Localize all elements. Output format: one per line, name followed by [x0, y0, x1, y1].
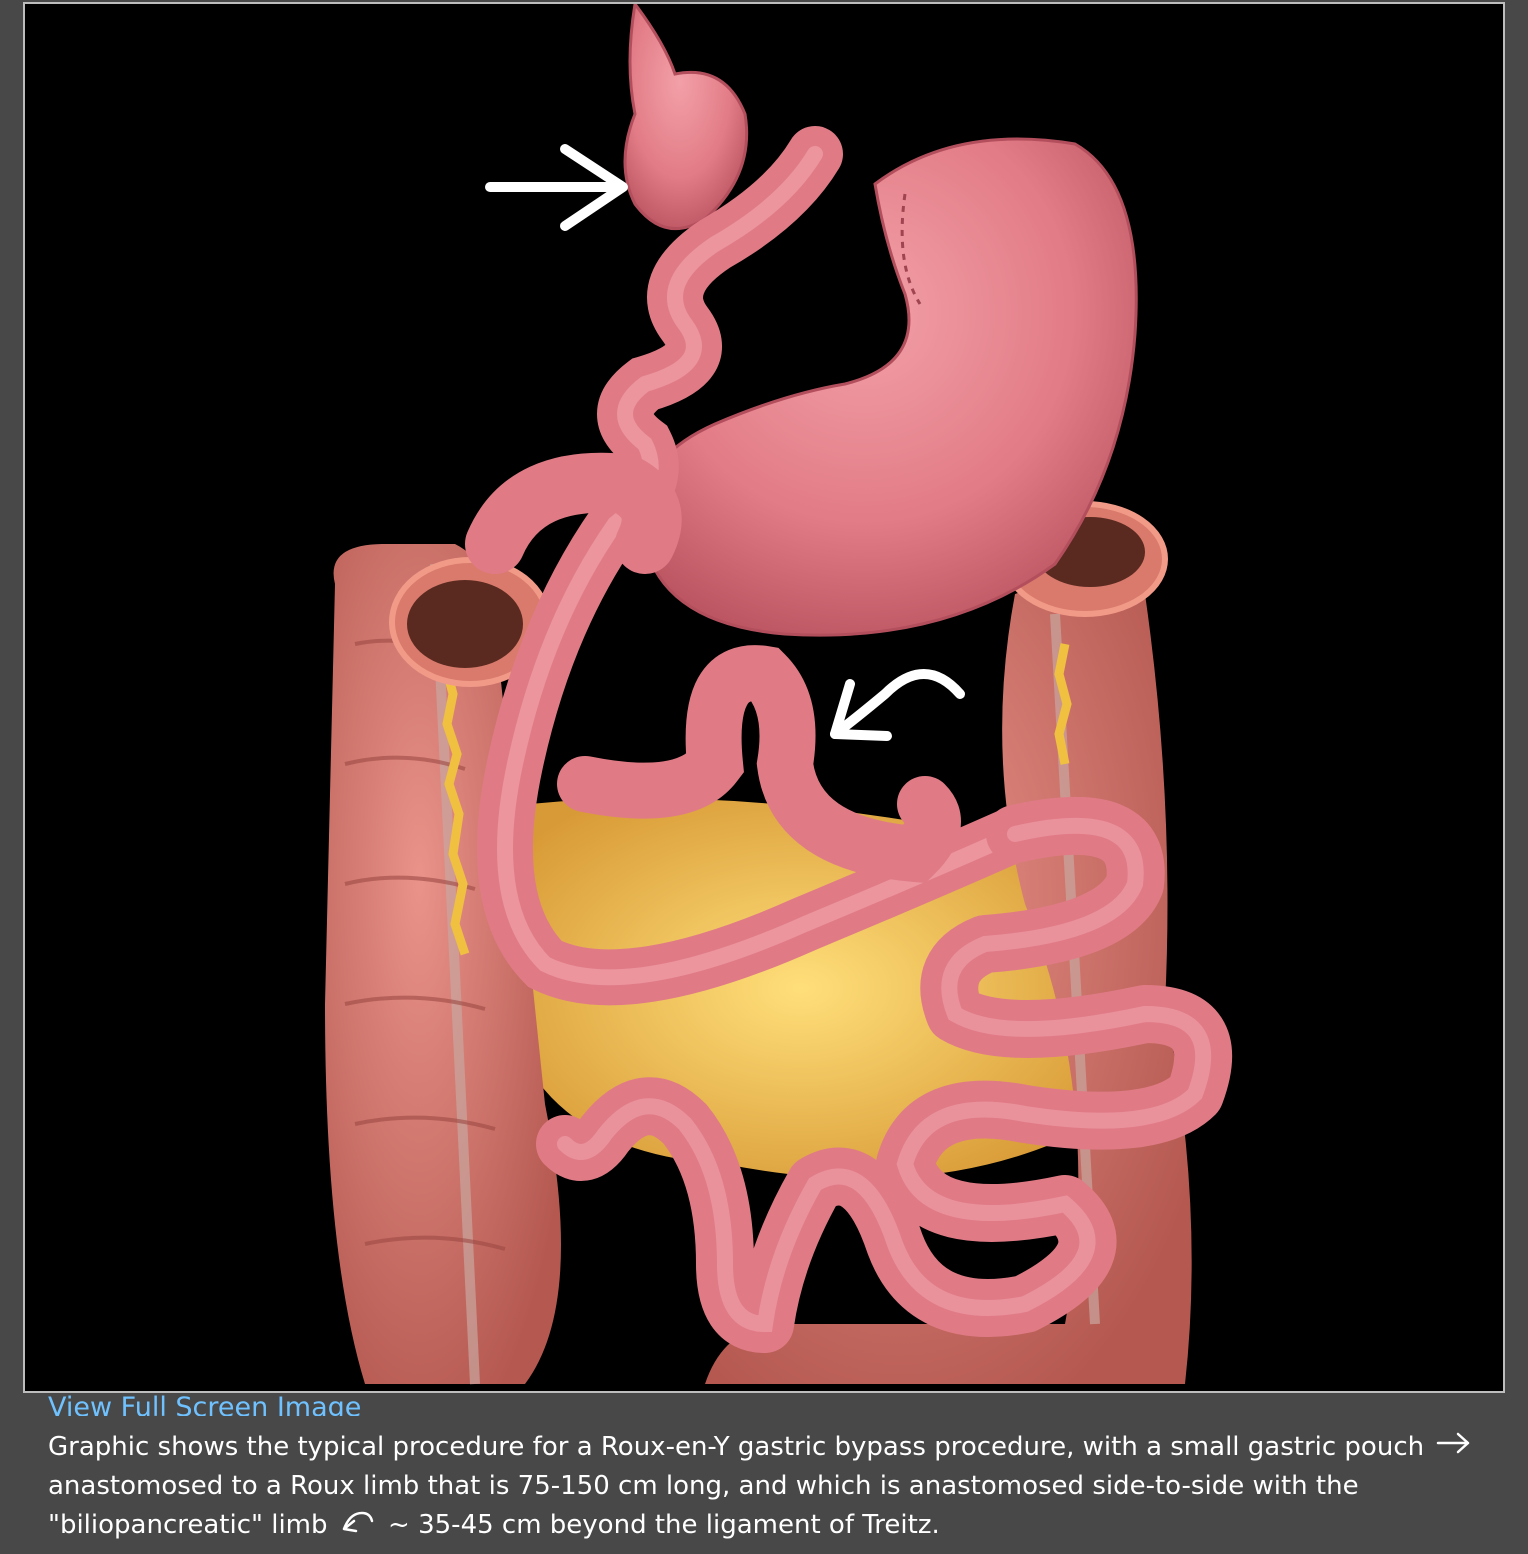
medical-illustration[interactable] — [23, 2, 1505, 1393]
figure-caption: Graphic shows the typical procedure for … — [48, 1428, 1488, 1545]
gastric-pouch — [623, 4, 749, 231]
view-full-screen-link[interactable]: View Full Screen Image — [48, 1392, 362, 1416]
curved-arrow-icon — [340, 1506, 376, 1545]
caption-part-3: ~ 35-45 cm beyond the ligament of Treitz… — [388, 1510, 940, 1540]
biliopancreatic-limb — [557, 645, 961, 883]
remnant-stomach — [639, 137, 1138, 637]
colon-lumen-left — [407, 580, 523, 668]
caption-part-1: Graphic shows the typical procedure for … — [48, 1432, 1425, 1462]
caption-part-2: anastomosed to a Roux limb that is 75-15… — [48, 1471, 1359, 1540]
duodenum — [465, 452, 682, 574]
curved-arrow-marker — [830, 669, 965, 741]
roux-en-y-illustration — [325, 4, 1233, 1385]
straight-arrow-marker — [485, 144, 628, 231]
straight-arrow-icon — [1436, 1428, 1472, 1467]
